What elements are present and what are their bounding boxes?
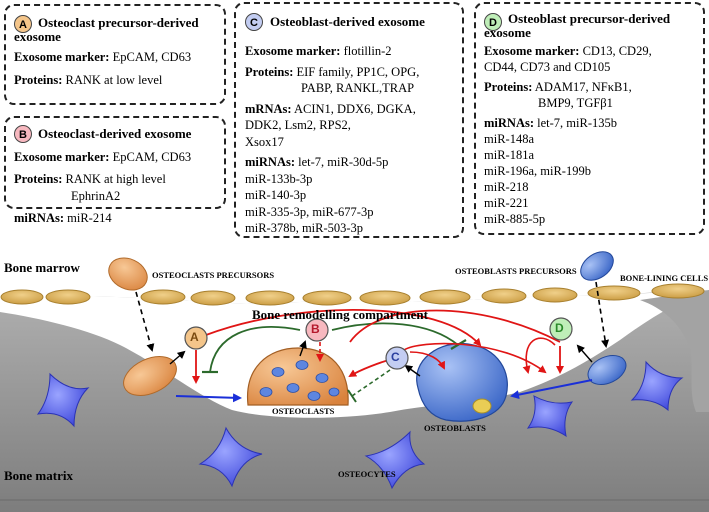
box-c-value-1: EIF family, PP1C, OPG,: [293, 64, 420, 79]
osteoblast-nucleus: [472, 398, 492, 414]
box-a-key-0: Exosome marker:: [14, 50, 110, 64]
box-b-key-0: Exosome marker:: [14, 150, 110, 164]
box-b-line-2: EphrinA2: [71, 189, 121, 204]
box-c-line-1: Proteins: EIF family, PP1C, OPG,: [245, 65, 419, 79]
box-d-title-1: exosome: [484, 25, 531, 40]
badge-a: A: [14, 15, 32, 33]
box-d-line-3: BMP9, TGFβ1: [538, 96, 613, 110]
exosome-c-letter: C: [391, 350, 400, 364]
label-bone-matrix: Bone matrix: [4, 468, 73, 483]
box-b-line-0: Exosome marker: EpCAM, CD63: [14, 150, 191, 164]
exosome-a-letter: A: [190, 330, 199, 344]
box-b-key-1: Proteins:: [14, 171, 63, 186]
box-d-line-5: miR-148a: [484, 132, 534, 146]
box-d-line-4: miRNAs: let-7, miR-135b: [484, 116, 617, 130]
box-c-line-8: miR-140-3p: [245, 188, 307, 202]
box-d-value-0: CD13, CD29,: [579, 44, 652, 58]
exosome-c-marker: [385, 346, 409, 370]
box-d-line-10: miR-885-5p: [484, 212, 546, 226]
box-c-line-4: DDK2, Lsm2, RPS2,: [245, 118, 351, 132]
box-c-key-3: mRNAs:: [245, 101, 292, 116]
box-d-key-4: miRNAs:: [484, 116, 534, 130]
box-d-value-2: ADAM17, NFκB1,: [532, 80, 632, 94]
box-b-key-3: miRNAs:: [14, 211, 64, 226]
box-c-key-1: Proteins:: [245, 64, 294, 79]
badge-d: D: [484, 13, 502, 31]
box-b-value-3: miR-214: [64, 211, 112, 226]
label-osteocytes: OSTEOCYTES: [338, 469, 396, 479]
exosome-b-letter: B: [311, 322, 320, 336]
box-a-value-1: RANK at low level: [62, 73, 163, 87]
box-b-title-0: Osteoclast-derived exosome: [38, 126, 192, 141]
label-osteoblasts: OSTEOBLASTS: [424, 423, 486, 433]
box-d-line-0: Exosome marker: CD13, CD29,: [484, 44, 652, 58]
remodelling-cavity: [0, 290, 709, 418]
box-b-value-0: EpCAM, CD63: [109, 150, 192, 164]
box-c-title-0: Osteoblast-derived exosome: [270, 14, 425, 29]
osteoclast-cell: [247, 347, 349, 406]
box-a-key-1: Proteins:: [14, 73, 63, 87]
box-c-line-3: mRNAs: ACIN1, DDX6, DGKA,: [245, 102, 416, 116]
box-d-key-0: Exosome marker:: [484, 44, 580, 58]
badge-c: C: [245, 13, 263, 31]
osteoblast-precursor-cell: [580, 251, 614, 281]
osteoblast-precursor-lining: [587, 354, 627, 386]
box-c-line-2: PABP, RANKL,TRAP: [301, 81, 415, 95]
label-remodelling-compartment: Bone remodelling compartment: [252, 307, 428, 322]
box-c-line-0: Exosome marker: flotillin-2: [245, 44, 392, 58]
box-c-key-0: Exosome marker:: [245, 44, 341, 58]
osteoclast-precursor-cavity: [123, 356, 177, 396]
box-d-key-2: Proteins:: [484, 80, 533, 94]
box-d-line-2: Proteins: ADAM17, NFκB1,: [484, 80, 632, 94]
label-bone-marrow: Bone marrow: [4, 260, 80, 275]
label-osteoclasts-precursors: OSTEOCLASTS PRECURSORS: [152, 270, 275, 280]
box-c-line-9: miR-335-3p, miR-677-3p: [245, 204, 374, 219]
box-d-line-9: miR-221: [484, 196, 529, 210]
osteocytes: [36, 360, 684, 490]
exosome-d-letter: D: [555, 321, 564, 335]
box-c-line-10: miR-378b, miR-503-3p: [245, 221, 364, 235]
exosome-b-marker: [305, 318, 329, 342]
label-osteoclasts: OSTEOCLASTS: [272, 406, 335, 416]
box-a-value-0: EpCAM, CD63: [109, 50, 192, 64]
box-b-line-3: miRNAs: miR-214: [14, 211, 112, 225]
exosome-d-marker: [549, 317, 573, 341]
box-d-line-8: miR-218: [484, 180, 529, 194]
box-b-line-1: Proteins: RANK at high level: [14, 172, 166, 186]
box-a-line-0: Exosome marker: EpCAM, CD63: [14, 50, 191, 64]
box-c-key-6: miRNAs:: [245, 155, 295, 169]
bone-lining-cells: [0, 283, 705, 306]
box-c-line-5: Xsox17: [245, 134, 284, 149]
box-d-line-1: CD44, CD73 and CD105: [484, 60, 611, 74]
box-d-line-6: miR-181a: [484, 148, 534, 162]
osteoclast-nuclei: [259, 360, 340, 401]
box-a-line-1: Proteins: RANK at low level: [14, 73, 162, 87]
exosome-a-marker: [184, 326, 208, 350]
label-osteoblasts-precursors: OSTEOBLASTS PRECURSORS: [455, 266, 577, 276]
box-c-value-3: ACIN1, DDX6, DGKA,: [291, 101, 416, 116]
badge-b: B: [14, 125, 32, 143]
label-bone-lining-cells: BONE-LINING CELLS: [620, 273, 709, 283]
box-d-value-4: let-7, miR-135b: [534, 116, 617, 130]
box-d-line-7: miR-196a, miR-199b: [484, 164, 591, 178]
box-c-line-7: miR-133b-3p: [245, 171, 313, 186]
box-c-value-0: flotillin-2: [340, 44, 392, 58]
box-c-value-6: let-7, miR-30d-5p: [295, 155, 389, 169]
box-a-title-1: exosome: [14, 29, 61, 44]
box-c-line-6: miRNAs: let-7, miR-30d-5p: [245, 155, 388, 169]
osteoclast-precursor-cell: [108, 257, 148, 291]
box-b-value-1: RANK at high level: [62, 171, 166, 186]
box-a-title-0: Osteoclast precursor-derived: [38, 15, 199, 30]
box-d-title-0: Osteoblast precursor-derived: [508, 11, 671, 26]
